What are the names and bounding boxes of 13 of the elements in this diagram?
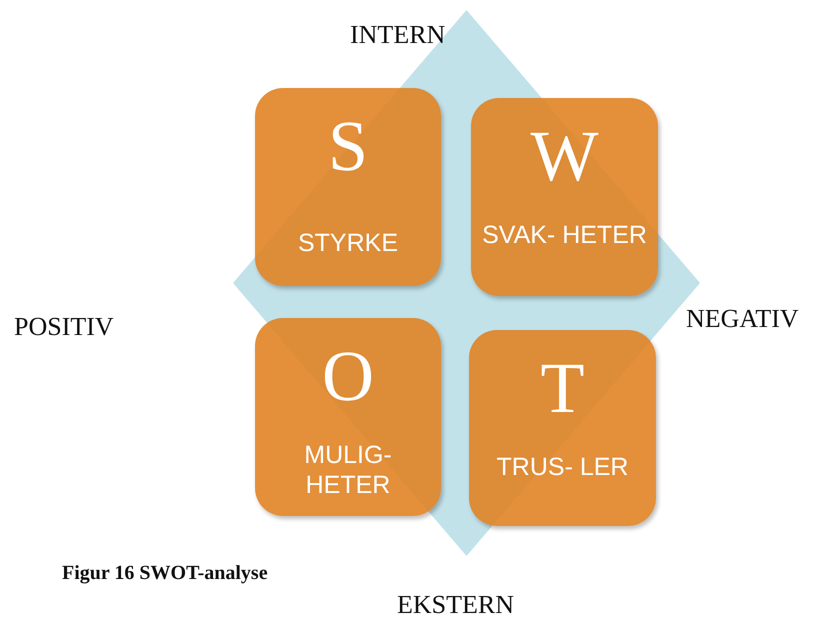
- box-label: TRUS- LER: [496, 452, 630, 482]
- box-letter: O: [321, 340, 375, 412]
- box-label: SVAK- HETER: [481, 220, 648, 250]
- axis-label: EKSTERN: [397, 590, 514, 619]
- box-label: STYRKE: [296, 228, 400, 258]
- box-letter: S: [326, 110, 370, 182]
- axis-label: INTERN: [350, 20, 446, 50]
- figure-caption: Figur 16 SWOT-analyse: [62, 561, 269, 586]
- axis-label: POSITIV: [14, 312, 114, 342]
- box-letter: T: [540, 352, 586, 424]
- axis-label: NEGATIV: [686, 304, 799, 334]
- box-letter: W: [530, 120, 600, 192]
- box-label: MULIG- HETER: [303, 440, 393, 500]
